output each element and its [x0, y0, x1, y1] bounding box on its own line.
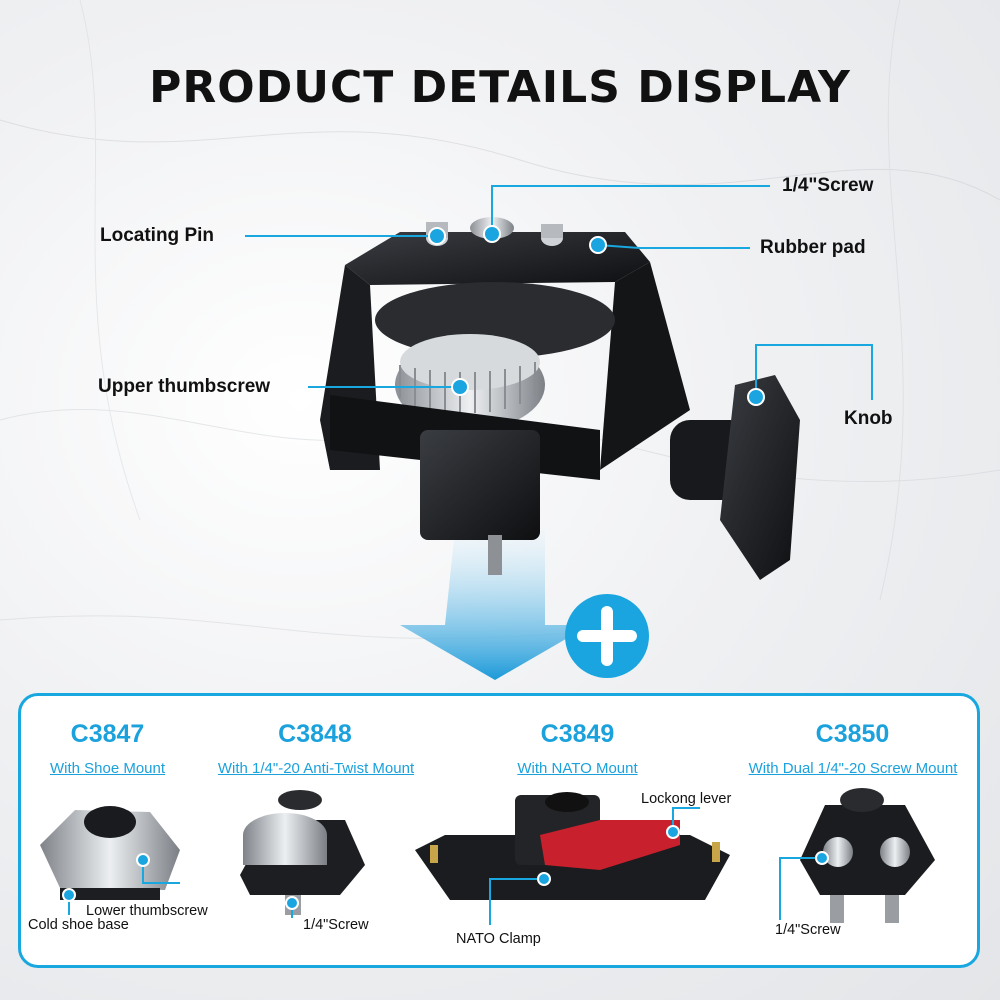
model-subtitle-c3849[interactable]: With NATO Mount — [517, 760, 638, 777]
callout-locating-pin: Locating Pin — [100, 225, 214, 246]
label-c3850-screw: 1/4"Screw — [775, 922, 841, 938]
callout-knob: Knob — [844, 408, 893, 429]
model-subtitle-c3850[interactable]: With Dual 1/4"-20 Screw Mount — [748, 760, 958, 777]
label-locking-lever: Lockong lever — [641, 791, 732, 807]
c3848-illustration — [240, 790, 365, 915]
model-illustrations — [40, 788, 935, 925]
label-nato-clamp: NATO Clamp — [456, 931, 541, 947]
label-lower-thumbscrew: Lower thumbscrew — [86, 903, 208, 919]
c3849-illustration — [415, 792, 730, 900]
model-code-c3848: C3848 — [278, 720, 352, 748]
down-arrow — [400, 530, 590, 680]
callout-upper-thumbscrew: Upper thumbscrew — [98, 376, 271, 397]
label-c3848-screw: 1/4"Screw — [303, 917, 369, 933]
label-cold-shoe-base: Cold shoe base — [28, 917, 129, 933]
c3847-illustration — [40, 806, 180, 900]
model-code-c3849: C3849 — [540, 720, 615, 748]
callout-screw: 1/4"Screw — [782, 175, 874, 196]
model-code-c3850: C3850 — [815, 720, 890, 748]
main-product-illustration — [245, 185, 873, 680]
callout-rubber-pad: Rubber pad — [760, 237, 866, 258]
model-code-c3847: C3847 — [70, 720, 145, 748]
page-title: PRODUCT DETAILS DISPLAY — [149, 62, 851, 113]
model-subtitle-c3847[interactable]: With Shoe Mount — [49, 760, 166, 777]
plus-icon — [565, 594, 649, 678]
model-subtitle-c3848[interactable]: With 1/4"-20 Anti-Twist Mount — [217, 760, 415, 777]
c3850-illustration — [800, 788, 935, 923]
